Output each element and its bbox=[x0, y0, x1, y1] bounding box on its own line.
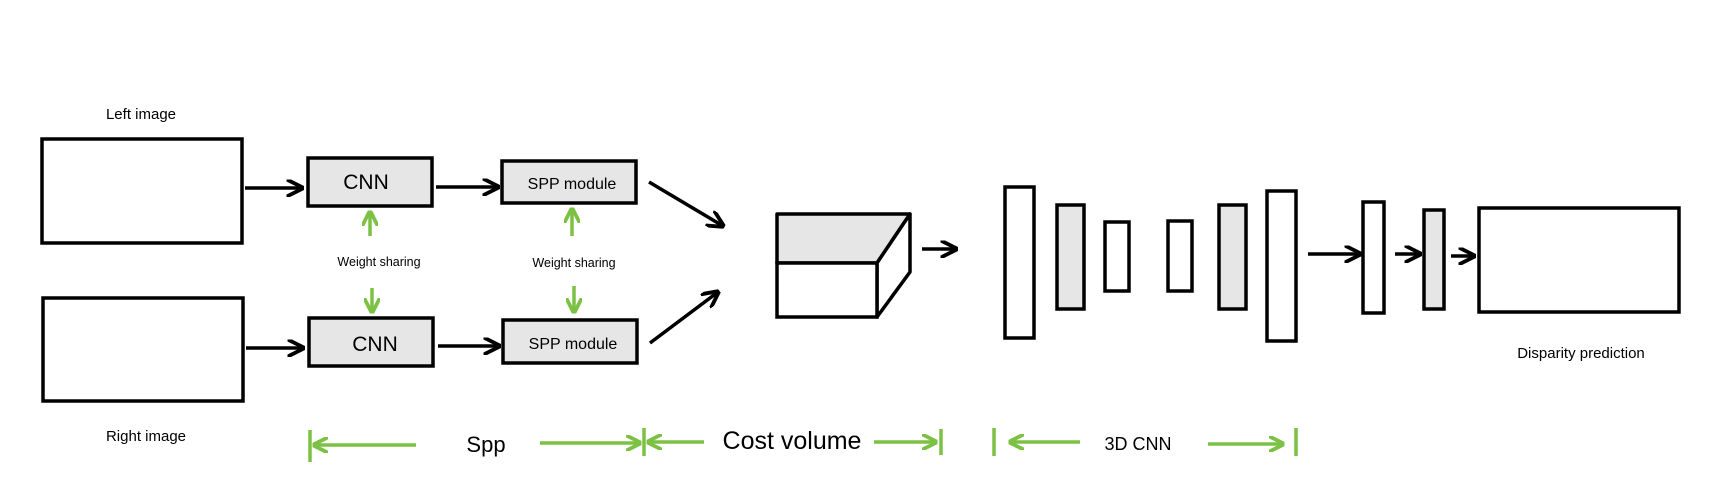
section-3dcnn-label: 3D CNN bbox=[1104, 434, 1171, 454]
section-3dcnn bbox=[992, 428, 1298, 456]
hourglass-bar-5 bbox=[1217, 203, 1248, 311]
section-spp bbox=[308, 428, 646, 462]
arrow-spp-top-to-cost bbox=[648, 180, 723, 226]
cnn-bottom-label: CNN bbox=[352, 333, 398, 356]
spp-top-box bbox=[500, 159, 638, 205]
spp-bottom-box bbox=[501, 318, 639, 365]
arrow-spp-bottom-to-cost bbox=[648, 292, 718, 345]
left-image-box bbox=[40, 137, 244, 245]
refine-bar-1 bbox=[1361, 200, 1386, 315]
weight-sharing-cnn-label: Weight sharing bbox=[337, 255, 420, 269]
hourglass-bar-2 bbox=[1055, 203, 1086, 311]
cost-volume-cube bbox=[775, 212, 912, 319]
hourglass-bar-1 bbox=[1003, 185, 1036, 340]
disparity-prediction-label: Disparity prediction bbox=[1517, 345, 1645, 362]
hourglass-bar-3 bbox=[1103, 220, 1131, 293]
right-image-label: Right image bbox=[106, 428, 186, 445]
weight-sharing-spp-label: Weight sharing bbox=[532, 256, 615, 270]
cnn-top-box bbox=[306, 156, 434, 208]
spp-top-label: SPP module bbox=[528, 176, 617, 193]
hourglass-bar-6 bbox=[1265, 189, 1298, 343]
spp-bottom-label: SPP module bbox=[529, 336, 618, 353]
cnn-bottom-box bbox=[307, 316, 435, 368]
left-image-label: Left image bbox=[106, 106, 176, 123]
disparity-output-box bbox=[1477, 206, 1681, 314]
section-cost-volume-label: Cost volume bbox=[723, 427, 862, 455]
refine-bar-2 bbox=[1422, 208, 1446, 311]
right-image-box bbox=[41, 296, 245, 403]
section-spp-label: Spp bbox=[466, 432, 505, 457]
hourglass-bar-4 bbox=[1166, 219, 1194, 293]
section-cost-volume bbox=[648, 429, 943, 455]
cnn-top-label: CNN bbox=[343, 171, 389, 194]
